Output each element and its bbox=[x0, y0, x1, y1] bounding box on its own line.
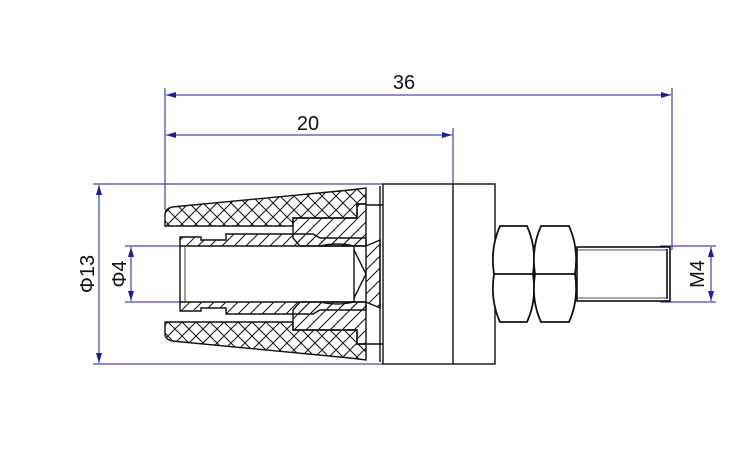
thread-label: M4 bbox=[687, 260, 709, 288]
hex-nut-2 bbox=[532, 225, 578, 323]
cap-length-label: 20 bbox=[297, 113, 319, 135]
dimension-lines bbox=[93, 88, 716, 365]
socket-diameter-label: Φ4 bbox=[109, 260, 131, 287]
flange bbox=[366, 183, 496, 365]
socket-sleeve bbox=[179, 233, 367, 315]
overall-length-label: 36 bbox=[393, 72, 415, 94]
hex-nut-1 bbox=[491, 225, 536, 323]
insulating-cap bbox=[164, 186, 381, 362]
threaded-stud bbox=[576, 246, 671, 302]
outer-diameter-label: Φ13 bbox=[77, 255, 99, 293]
